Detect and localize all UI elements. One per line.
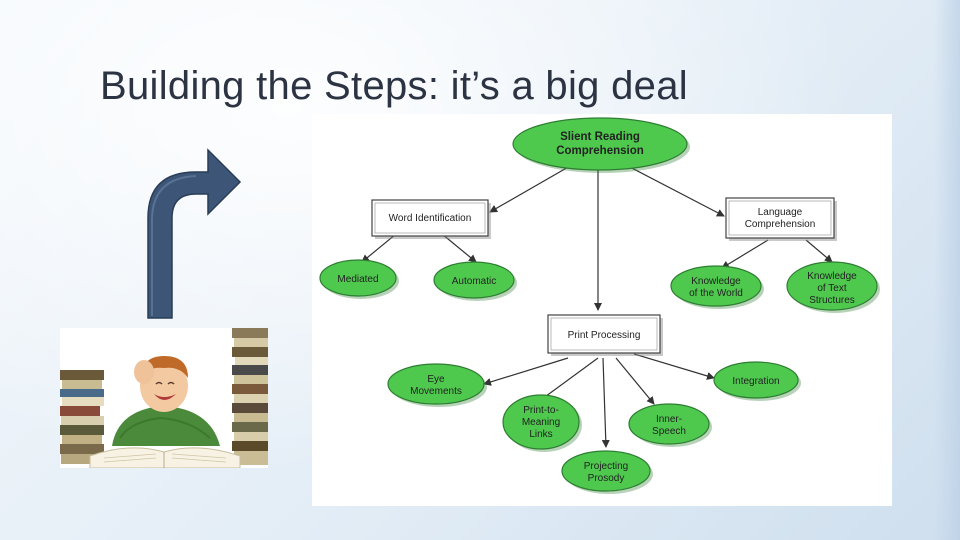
node-print-to-meaning-links: Print-to- Meaning Links	[502, 394, 582, 452]
svg-text:Meaning: Meaning	[522, 417, 560, 428]
node-language-comprehension: Language Comprehension	[725, 197, 837, 241]
left-book-stack	[60, 370, 104, 464]
svg-text:Projecting: Projecting	[584, 461, 628, 472]
svg-text:Comprehension: Comprehension	[556, 145, 644, 157]
svg-text:Word Identification: Word Identification	[389, 213, 472, 224]
svg-text:Movements: Movements	[410, 386, 462, 397]
boy-reading-photo	[60, 328, 268, 468]
node-integration: Integration	[713, 361, 801, 401]
node-eye-movements: Eye Movements	[387, 363, 487, 407]
svg-text:of Text: of Text	[817, 283, 846, 294]
svg-text:Print-to-: Print-to-	[523, 405, 559, 416]
background-right-band	[934, 0, 960, 540]
svg-text:Integration: Integration	[732, 376, 779, 387]
svg-text:Knowledge: Knowledge	[691, 276, 741, 287]
svg-text:Print Processing: Print Processing	[568, 330, 641, 341]
node-knowledge-of-the-world: Knowledge of the World	[670, 265, 764, 309]
node-print-processing: Print Processing	[547, 314, 663, 356]
node-automatic: Automatic	[433, 261, 517, 301]
svg-text:Speech: Speech	[652, 426, 686, 437]
svg-text:Automatic: Automatic	[452, 276, 496, 287]
svg-text:of the World: of the World	[689, 288, 743, 299]
turn-up-right-arrow-icon	[147, 148, 242, 319]
diagram-connectors	[361, 163, 833, 448]
svg-text:Comprehension: Comprehension	[745, 219, 816, 230]
reading-concept-diagram: Slient Reading Comprehension Word Identi…	[312, 114, 892, 506]
node-projecting-prosody: Projecting Prosody	[561, 450, 653, 494]
svg-text:Prosody: Prosody	[588, 473, 625, 484]
node-silent-reading-comprehension: Slient Reading Comprehension	[512, 117, 690, 173]
svg-text:Slient Reading: Slient Reading	[560, 131, 640, 143]
node-knowledge-of-text-structures: Knowledge of Text Structures	[786, 261, 880, 313]
svg-text:Eye: Eye	[427, 374, 445, 385]
svg-text:Inner-: Inner-	[656, 414, 682, 425]
svg-text:Language: Language	[758, 207, 803, 218]
svg-text:Links: Links	[529, 429, 552, 440]
node-word-identification: Word Identification	[371, 199, 491, 239]
slide-title: Building the Steps: it’s a big deal	[100, 64, 688, 108]
svg-text:Structures: Structures	[809, 295, 855, 306]
svg-text:Mediated: Mediated	[337, 274, 378, 285]
node-inner-speech: Inner- Speech	[628, 403, 712, 447]
svg-text:Knowledge: Knowledge	[807, 271, 857, 282]
right-book-stack	[232, 328, 268, 465]
node-mediated: Mediated	[319, 259, 399, 299]
